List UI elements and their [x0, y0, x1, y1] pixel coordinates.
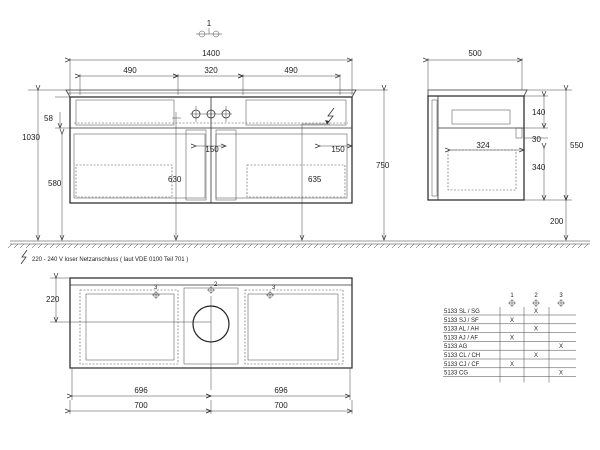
table-row: 5133 AJ / AF X — [443, 335, 576, 342]
variant-column-label: 3 — [559, 293, 563, 299]
variant-code: 5133 SL / SG — [444, 309, 480, 315]
power-icon — [326, 107, 335, 125]
plan-view: 3 2 3 220 696 696 700 7 — [46, 278, 352, 414]
dim-total-height: 1030 — [22, 133, 40, 142]
variant-mark: X — [510, 318, 514, 324]
variant-mark: X — [510, 335, 514, 341]
dim-side-depth: 500 — [468, 49, 482, 58]
plan-marker-right: 3 — [266, 285, 276, 299]
variant-mark: X — [559, 344, 563, 350]
dim-plan-inner-right: 696 — [274, 386, 288, 395]
dim-right-section: 490 — [284, 66, 298, 75]
dim-plan-inner-left: 696 — [134, 386, 148, 395]
dim-side-shelf-gap: 30 — [532, 135, 541, 144]
variant-mark: X — [559, 371, 563, 377]
variant-column-header: 1 — [508, 293, 516, 307]
dim-left-section: 490 — [123, 66, 137, 75]
dim-right-height: 750 — [376, 161, 390, 170]
table-row: 5133 SL / SG X — [443, 309, 576, 316]
reference-marker-label: 1 — [207, 19, 212, 28]
variant-code: 5133 AG — [444, 344, 468, 350]
variant-column-header: 3 — [557, 293, 565, 307]
plan-marker-left-label: 3 — [154, 285, 158, 291]
dim-hole-spacing-right: 150 — [331, 145, 345, 154]
variant-code: 5133 CL / CH — [444, 353, 480, 359]
variant-code: 5133 CG — [444, 371, 468, 377]
dim-plan-depth: 220 — [46, 295, 60, 304]
variant-column-label: 2 — [534, 293, 538, 299]
side-view: 500 140 550 30 324 340 200 — [428, 49, 584, 240]
dim-total-width: 1400 — [202, 49, 220, 58]
plan-marker-center: 2 — [207, 282, 218, 294]
variant-mark: X — [510, 362, 514, 368]
variant-mark: X — [534, 309, 538, 315]
floor-line — [7, 240, 590, 249]
table-row: 5133 CG X — [443, 371, 576, 377]
variant-column-label: 1 — [510, 293, 514, 299]
dim-side-drawer-height: 340 — [532, 163, 546, 172]
power-note: 220 - 240 V loser Netzanschluss ( laut V… — [20, 249, 188, 265]
reference-marker-1: 1 — [196, 19, 222, 38]
variant-code: 5133 CJ / CF — [444, 362, 480, 368]
variant-column-header: 2 — [532, 293, 540, 307]
dim-side-total-height: 550 — [570, 141, 584, 150]
power-note-icon — [20, 249, 28, 265]
dim-plan-outer-left: 700 — [134, 401, 148, 410]
plan-marker-right-label: 3 — [272, 285, 276, 291]
table-row: 5133 CL / CH X — [443, 353, 576, 360]
table-row: 5133 AL / AH X — [443, 327, 576, 333]
dim-left-position: 630 — [168, 175, 182, 184]
variant-mark: X — [534, 353, 538, 359]
dim-right-position: 635 — [308, 175, 322, 184]
variant-mark: X — [534, 327, 538, 333]
table-row: 5133 SJ / SF X — [443, 318, 576, 325]
plan-marker-left: 3 — [152, 285, 160, 299]
dim-plan-outer-right: 700 — [274, 401, 288, 410]
dim-floor-clearance: 200 — [550, 217, 564, 226]
dim-left-drawer-height: 580 — [48, 179, 62, 188]
front-view: 1 1400 490 320 490 — [22, 19, 390, 240]
dim-top-offset: 58 — [44, 114, 53, 123]
dim-side-inner-depth: 324 — [476, 141, 490, 150]
dim-side-top-gap: 140 — [532, 108, 546, 117]
table-row: 5133 CJ / CF X — [443, 362, 576, 369]
table-row: 5133 AG X — [443, 344, 576, 351]
variant-code: 5133 AJ / AF — [444, 335, 478, 341]
dim-hole-spacing-left: 150 — [205, 145, 219, 154]
variant-code: 5133 SJ / SF — [444, 318, 479, 324]
dim-middle-section: 320 — [204, 66, 218, 75]
variant-code: 5133 AL / AH — [444, 327, 479, 333]
power-note-text: 220 - 240 V loser Netzanschluss ( laut V… — [32, 257, 188, 263]
plan-marker-center-label: 2 — [214, 282, 218, 288]
